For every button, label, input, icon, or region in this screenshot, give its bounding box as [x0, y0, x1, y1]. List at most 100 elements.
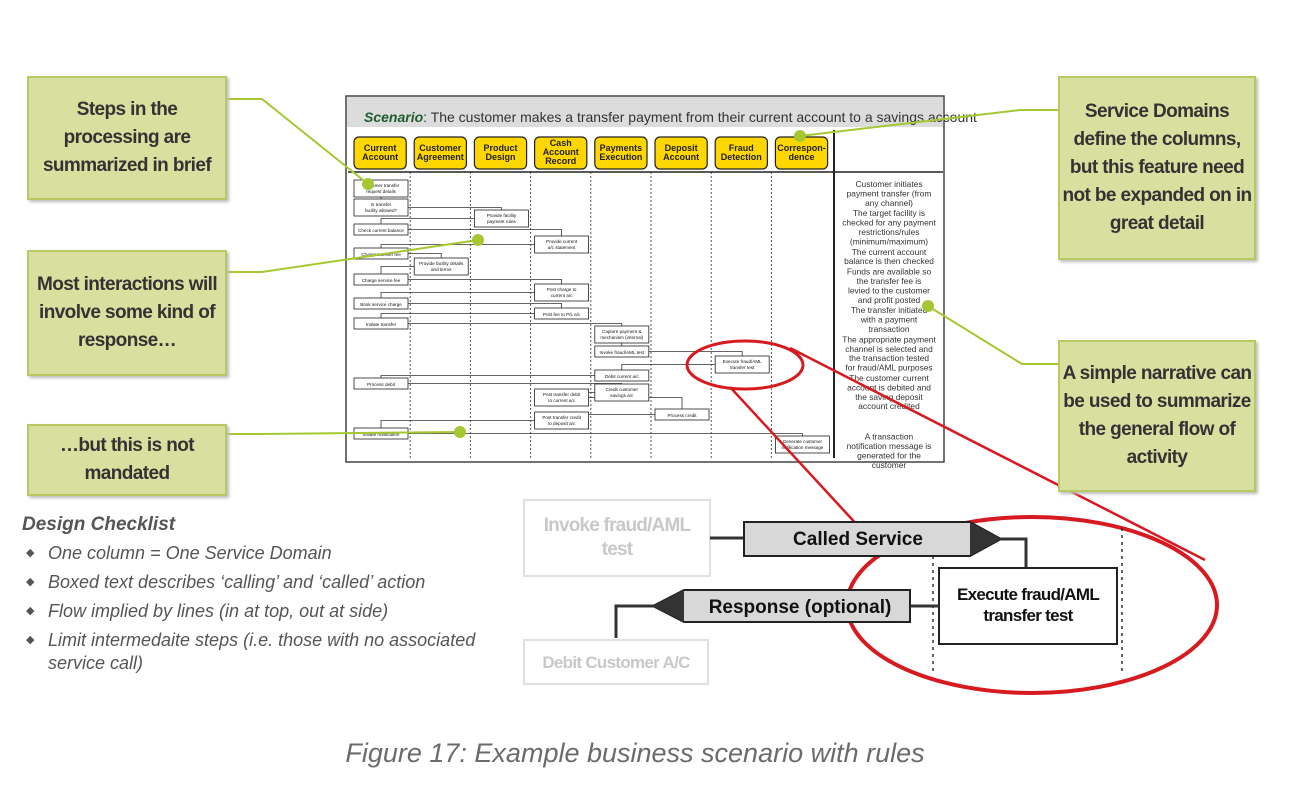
debit-box	[523, 639, 709, 685]
checklist-item: ◆Limit intermedaite steps (i.e. those wi…	[26, 630, 476, 673]
step-box	[413, 257, 469, 276]
diamond-bullet-icon: ◆	[26, 576, 35, 588]
step-box	[534, 235, 589, 254]
callout-narrative: A simple narrative can be used to summar…	[1058, 340, 1256, 492]
step-label: Process credit	[667, 413, 697, 418]
step-label: Check current balance	[358, 228, 404, 233]
step-box	[594, 345, 650, 358]
flow-line	[380, 292, 535, 298]
flow-line	[621, 364, 716, 370]
connector-service-domains	[799, 109, 1058, 137]
zoom-line-right	[789, 346, 1206, 562]
connector-not-mandated	[227, 431, 461, 435]
checklist-item: ◆Flow implied by lines (in at top, out a…	[26, 601, 389, 621]
diamond-bullet-icon: ◆	[26, 605, 35, 617]
flow-line	[408, 303, 562, 308]
called-arrowhead	[970, 522, 1001, 556]
diamond-bullet-icon: ◆	[26, 547, 35, 559]
step-box	[594, 325, 650, 344]
connector-narrative	[927, 305, 1058, 365]
flow-line	[408, 229, 562, 236]
dot-service-domains	[794, 130, 806, 142]
column-header	[353, 136, 407, 170]
column-header	[594, 136, 648, 170]
step-box	[534, 307, 589, 320]
dot-steps	[362, 178, 374, 190]
step-label: Charge service fee	[362, 278, 401, 283]
connector-interactions	[227, 239, 479, 273]
step-box	[654, 408, 710, 421]
step-box	[353, 317, 409, 330]
flow-line	[408, 323, 623, 326]
step-box	[534, 283, 589, 302]
flow-line	[380, 218, 475, 224]
step-label: Initiate transfer	[366, 322, 397, 327]
dot-narrative	[922, 300, 934, 312]
step-box	[594, 369, 650, 382]
step-label: Debit current a/c	[605, 374, 639, 379]
step-box	[353, 377, 409, 390]
column-header	[473, 136, 528, 170]
step-label: Invoke fraud/AML test	[600, 350, 645, 355]
flow-line	[380, 244, 535, 248]
checklist-list: ◆One column = One Service Domain ◆Boxed …	[22, 542, 522, 675]
step-box	[534, 411, 589, 430]
flow-line	[380, 313, 535, 318]
step-box	[353, 273, 409, 286]
column-header	[714, 136, 769, 170]
connector-steps	[227, 98, 369, 185]
flow-line	[648, 351, 743, 356]
step-box	[594, 383, 650, 402]
scenario-title: Scenario: The customer makes a transfer …	[364, 109, 977, 125]
debit-label: Debit Customer A/C	[542, 653, 690, 672]
step-box	[775, 435, 830, 454]
callout-connectors	[227, 98, 1058, 435]
step-label: Capture payment &mechanism (internal)	[600, 329, 643, 340]
step-label: Post fee to P/L a/c	[543, 312, 581, 317]
scenario-card: Scenario: The customer makes a transfer …	[345, 95, 977, 470]
callout-interactions: Most interactions will involve some kind…	[27, 250, 227, 376]
design-checklist: Design Checklist ◆One column = One Servi…	[22, 514, 522, 681]
called-line-out	[1001, 537, 1028, 568]
flow-line	[408, 253, 442, 258]
callout-steps: Steps in the processing are summarized i…	[27, 76, 227, 200]
execute-box	[938, 567, 1118, 645]
column-header	[533, 136, 588, 170]
dot-interactions	[472, 234, 484, 246]
step-box	[714, 355, 770, 374]
zoom-line-left	[729, 386, 861, 529]
response-label: Response (optional)	[709, 597, 892, 618]
callout-service-domains: Service Domains define the columns, but …	[1058, 76, 1256, 260]
highlight-small-ellipse	[685, 339, 805, 391]
connector-dots	[362, 130, 934, 438]
column-header-label: Correspon-dence	[777, 143, 826, 162]
response-line-out	[614, 604, 653, 638]
step-box	[353, 198, 409, 217]
step-box	[473, 209, 529, 228]
diamond-bullet-icon: ◆	[26, 634, 35, 646]
